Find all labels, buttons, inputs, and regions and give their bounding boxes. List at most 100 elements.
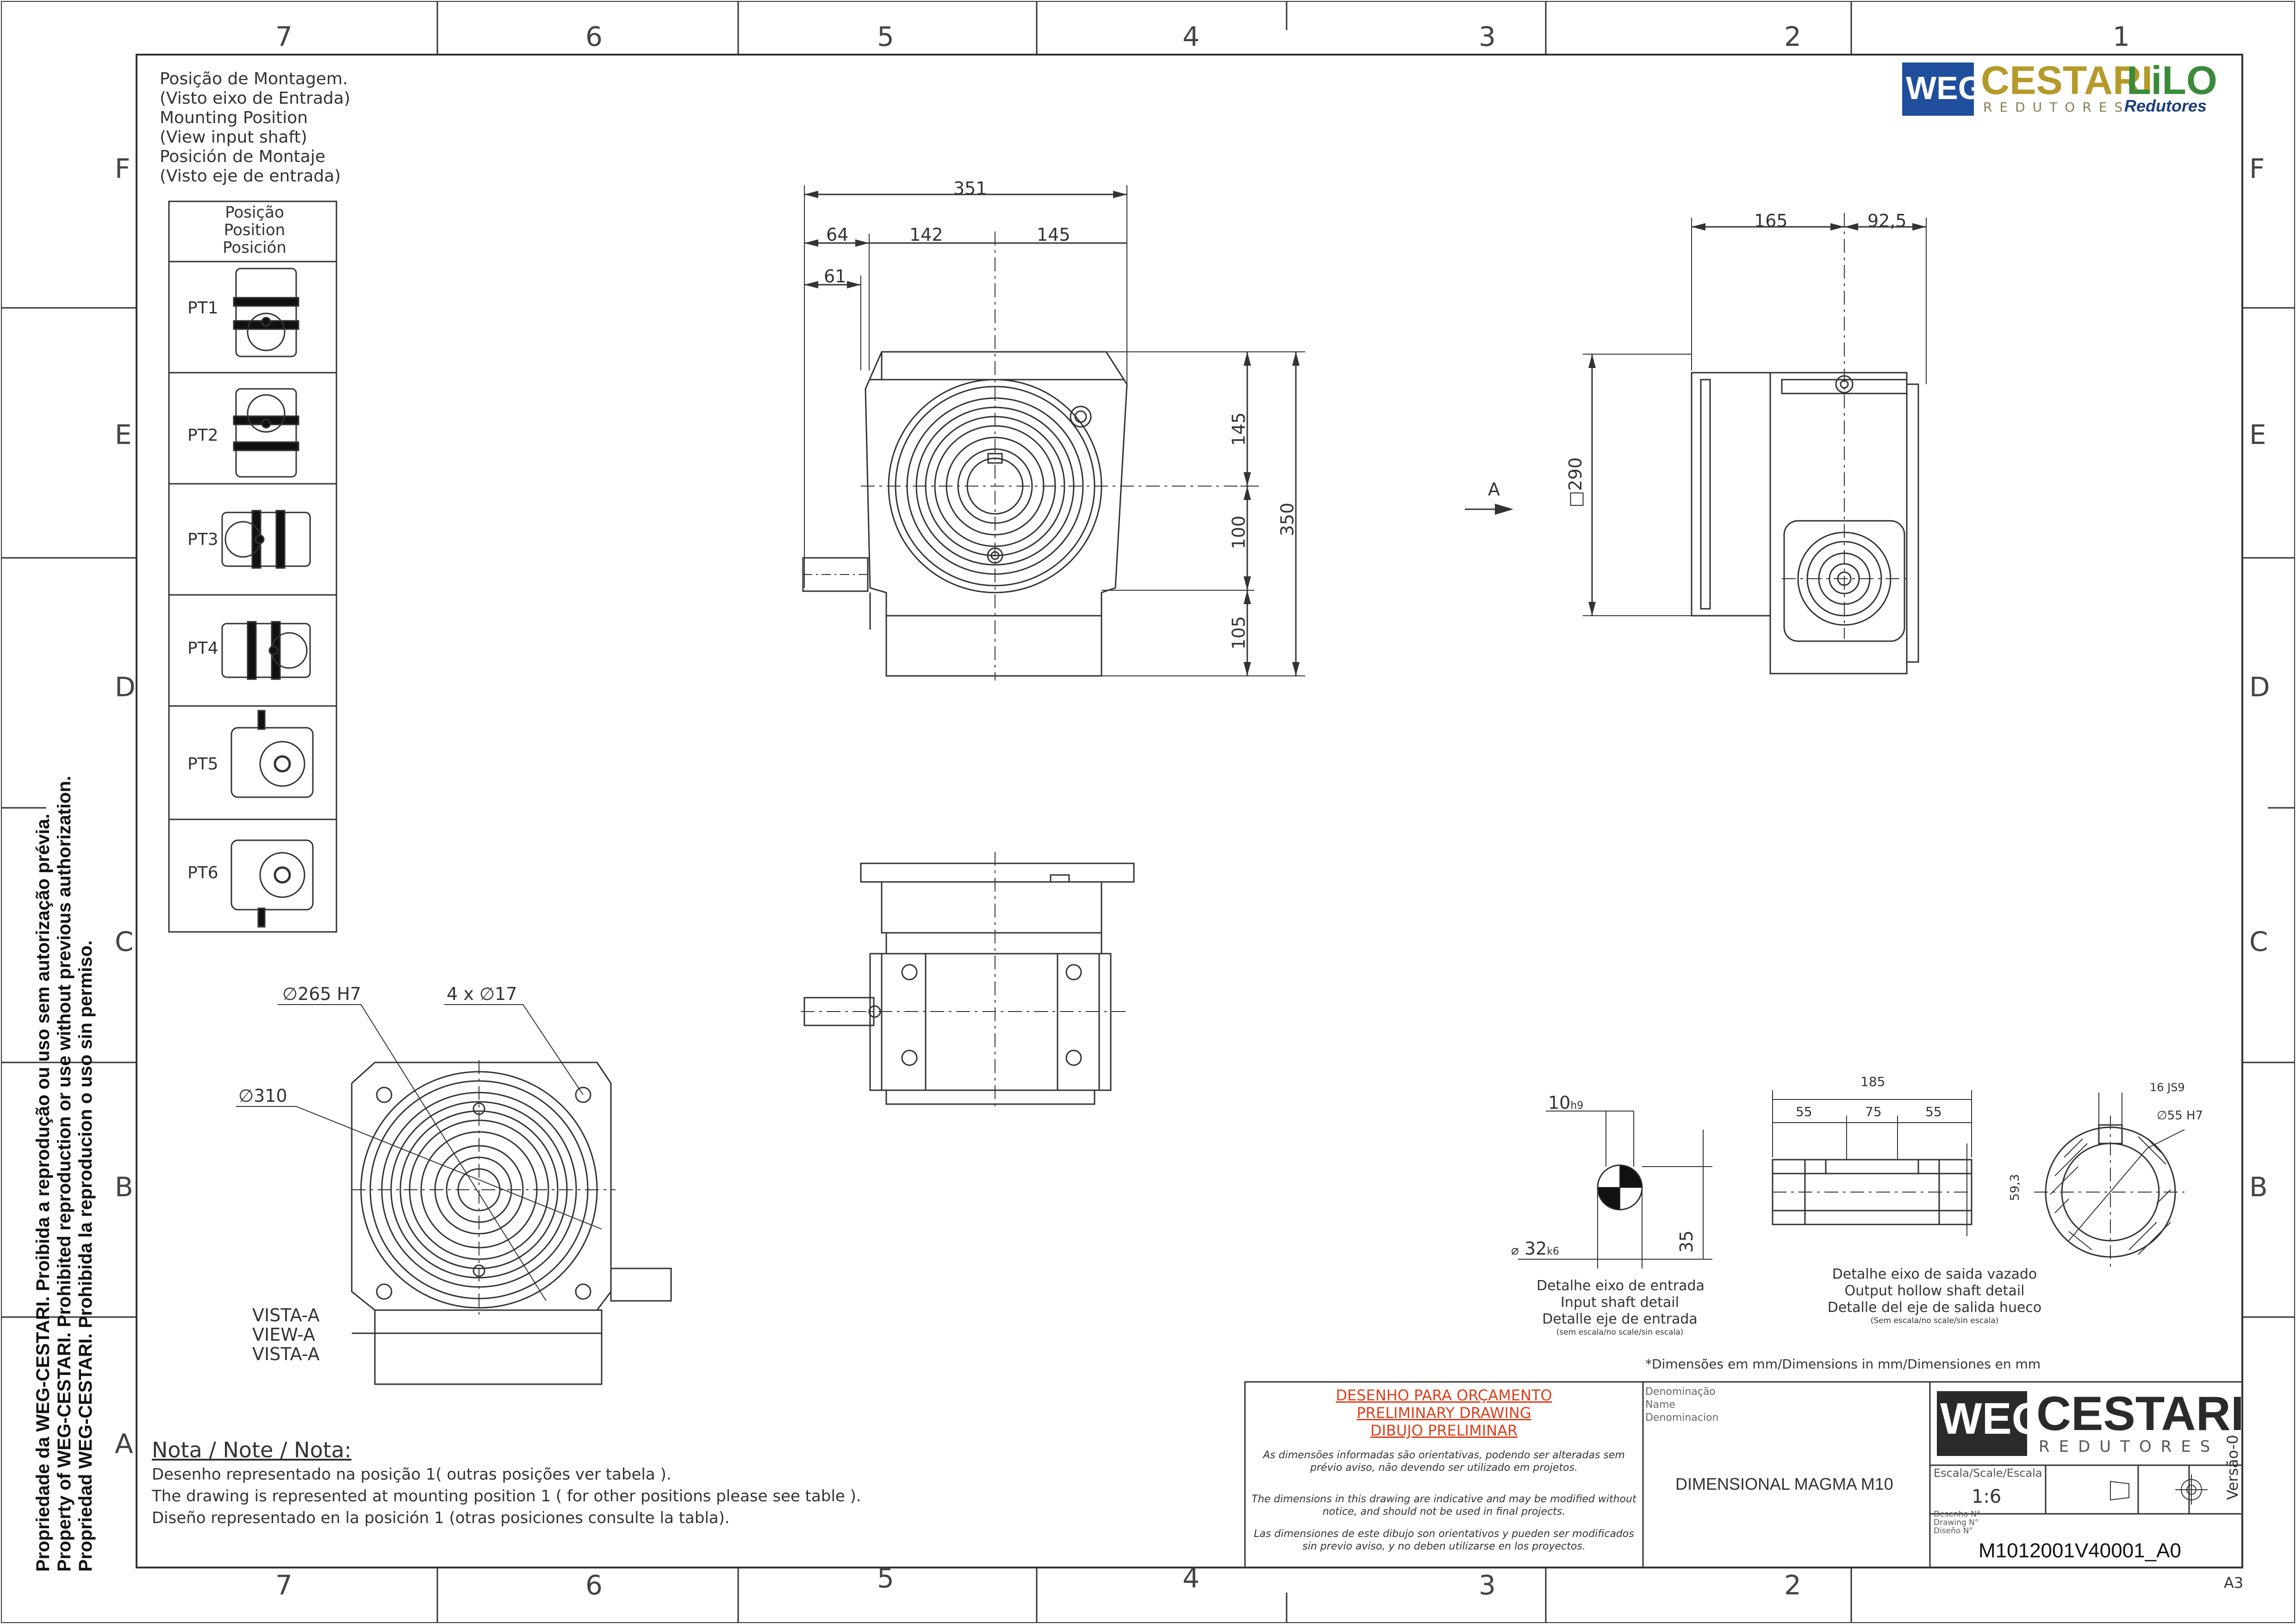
preliminary-line: PRELIMINARY DRAWING xyxy=(1356,1404,1531,1422)
zone-row-c-left: C xyxy=(115,926,134,957)
key-value: 10 xyxy=(1548,1093,1571,1113)
dim-145: 145 xyxy=(1037,225,1070,245)
pt2-icon xyxy=(233,388,299,478)
redutores-title-text: REDUTORES xyxy=(2039,1437,2220,1456)
name-label-line: Denominacion xyxy=(1645,1412,1719,1424)
zone-row-a-left: A xyxy=(115,1428,133,1460)
dim-165: 165 xyxy=(1754,211,1788,231)
hollow-shaft-caption-line: Detalhe eixo de saida vazado xyxy=(1832,1266,2037,1282)
zone-row-f-right: F xyxy=(2249,153,2265,184)
redutores-logo-text: REDUTORES xyxy=(1983,100,2130,115)
mounting-caption-line: (View input shaft) xyxy=(160,128,307,147)
zone-row-f-left: F xyxy=(115,153,131,184)
view-a xyxy=(236,1004,672,1385)
key-tolerance: h9 xyxy=(1570,1100,1584,1112)
table-header-line: Posición xyxy=(223,238,286,257)
title-block xyxy=(1244,1381,2243,1568)
dim-v100: 100 xyxy=(1228,515,1249,550)
pt5-icon xyxy=(230,710,314,798)
zone-col-5-bottom: 5 xyxy=(877,1562,894,1594)
dim-bore-55-h7: ∅55 H7 xyxy=(2157,1109,2203,1123)
mounting-position-table xyxy=(168,200,337,933)
zone-col-4-top: 4 xyxy=(1182,21,1200,52)
scale-label: Escala/Scale/Escala xyxy=(1934,1467,2042,1480)
hollow-shaft-caption-line: Output hollow shaft detail xyxy=(1844,1283,2025,1299)
diameter-symbol: ⌀ xyxy=(1511,1243,1519,1258)
dim-dia-32: ⌀ 32k6 xyxy=(1511,1238,1559,1259)
zone-col-6-bottom: 6 xyxy=(585,1569,603,1601)
dim-142: 142 xyxy=(909,225,943,245)
position-pt1-label: PT1 xyxy=(187,299,218,318)
drawing-number-label-line: Drawing N° xyxy=(1934,1518,1979,1527)
input-shaft-caption-line: Detalle eje de entrada xyxy=(1542,1311,1698,1327)
legal-notice: Propriedade da WEG-CESTARI. Proibida a r… xyxy=(32,738,96,1572)
dim-310: ∅310 xyxy=(238,1086,287,1106)
zone-col-3-top: 3 xyxy=(1479,21,1496,52)
dim-key-10: 10h9 xyxy=(1548,1093,1583,1113)
drawing-number-label-line: Desenho N° xyxy=(1934,1510,1981,1519)
scale-value: 1:6 xyxy=(1972,1486,2002,1507)
zone-row-b-left: B xyxy=(115,1171,133,1203)
zone-row-b-right: B xyxy=(2249,1171,2268,1203)
name-label-line: Denominação xyxy=(1645,1386,1716,1398)
lilo-logo-text: LiLO xyxy=(2127,58,2217,103)
note-line-pt: Desenho representado na posição 1( outra… xyxy=(152,1465,672,1484)
input-shaft-caption: Detalhe eixo de entrada Input shaft deta… xyxy=(1537,1278,1705,1337)
input-shaft-caption-line: Detalhe eixo de entrada xyxy=(1537,1278,1705,1294)
hollow-shaft-caption-line: Detalle del eje de salida hueco xyxy=(1827,1299,2042,1316)
view-a-label-line: VIEW-A xyxy=(252,1324,316,1345)
cestari-title-logo xyxy=(1937,1391,2027,1456)
dim-55-right: 55 xyxy=(1925,1104,1942,1119)
dim-59-3: 59,3 xyxy=(2008,1174,2022,1201)
dim-v145: 145 xyxy=(1228,412,1249,446)
pt6-icon xyxy=(230,839,314,928)
disclaimer-en: The dimensions in this drawing are indic… xyxy=(1251,1493,1636,1518)
hollow-shaft-hatch xyxy=(2050,1136,2171,1255)
weg-title-logo-text: WEG xyxy=(1940,1394,2047,1443)
inner-frame xyxy=(136,54,2243,1568)
dim-61: 61 xyxy=(824,266,846,287)
legal-line: Propriedad WEG-CESTARI. Prohibida la rep… xyxy=(75,940,96,1572)
zone-col-2-bottom: 2 xyxy=(1784,1569,1801,1601)
zone-col-7-bottom: 7 xyxy=(275,1569,292,1601)
table-header: Posição Position Posición xyxy=(204,204,305,256)
position-pt2-label: PT2 xyxy=(187,426,218,445)
hollow-shaft-scale-note: (Sem escala/no scale/sin escala) xyxy=(1870,1316,1999,1325)
zone-col-6-top: 6 xyxy=(585,21,603,52)
cestari-title-logo-text: CESTARI xyxy=(2036,1387,2244,1441)
dim-55-left: 55 xyxy=(1796,1104,1812,1119)
zone-col-3-bottom: 3 xyxy=(1479,1569,1496,1601)
position-pt5-label: PT5 xyxy=(187,755,218,774)
view-a-label-line: VISTA-A xyxy=(252,1305,320,1325)
name-label-line: Name xyxy=(1645,1399,1675,1411)
zone-col-2-top: 2 xyxy=(1784,21,1801,52)
position-pt4-label: PT4 xyxy=(187,639,218,658)
dim-185: 185 xyxy=(1860,1074,1885,1089)
zone-row-d-right: D xyxy=(2249,671,2270,703)
note-line-es: Diseño representado en la posición 1 (ot… xyxy=(152,1509,730,1527)
mounting-caption-line: Posición de Montaje xyxy=(160,147,325,166)
table-header-line: Posição xyxy=(225,203,284,222)
mounting-caption-line: Posição de Montagem. xyxy=(160,69,348,88)
position-pt3-label: PT3 xyxy=(187,530,218,549)
drawing-number-label-line: Diseño N° xyxy=(1934,1526,1973,1536)
note-title: Nota / Note / Nota: xyxy=(152,1437,352,1462)
zone-row-e-left: E xyxy=(115,419,132,450)
pt4-icon xyxy=(221,621,311,680)
preliminary-stamp: DESENHO PARA ORÇAMENTO PRELIMINARY DRAWI… xyxy=(1250,1387,1638,1439)
view-a-arrow-label: A xyxy=(1488,479,1500,500)
preliminary-line: DIBUJO PRELIMINAR xyxy=(1370,1422,1518,1439)
dim-265-h7: ∅265 H7 xyxy=(282,984,361,1004)
pt3-icon xyxy=(221,510,311,569)
front-view-arrows xyxy=(804,191,1300,676)
dia-value: 32 xyxy=(1524,1238,1547,1259)
zone-col-7-top: 7 xyxy=(275,21,292,52)
hollow-shaft-detail xyxy=(1772,1090,2185,1268)
dia-tolerance: k6 xyxy=(1547,1246,1560,1257)
mounting-caption: Posição de Montagem. (Visto eixo de Entr… xyxy=(160,69,350,186)
sheet-size: A3 xyxy=(2224,1574,2244,1592)
dim-v350: 350 xyxy=(1277,502,1298,537)
dim-v105: 105 xyxy=(1228,616,1249,650)
weg-logo-text: WEG xyxy=(1906,70,1984,106)
